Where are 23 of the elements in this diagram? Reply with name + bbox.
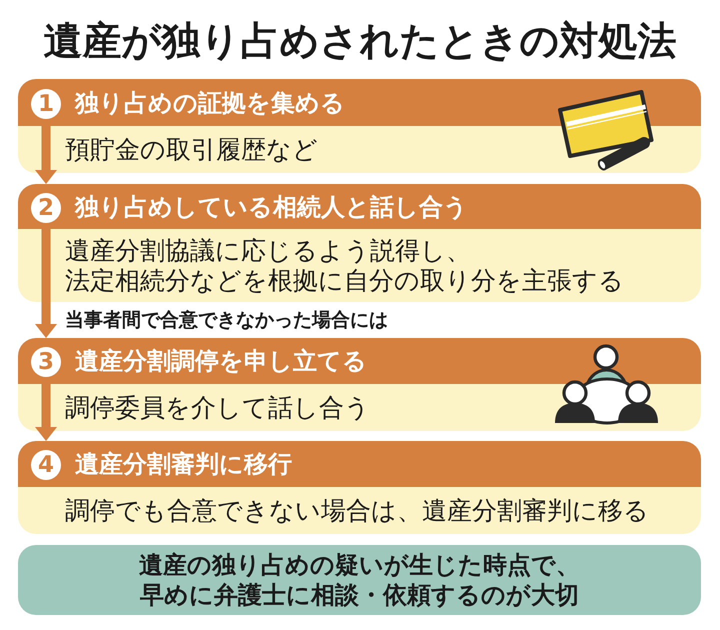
- step-card: [18, 441, 701, 534]
- note-text: 遺産の独り占めの疑いが生じた時点で、早めに弁護士に相談・依頼するのが大切: [139, 550, 580, 610]
- step-heading: 独り占めしている相続人と話し合う: [75, 192, 468, 222]
- step-card: [18, 338, 701, 431]
- step-text: 調停委員を介して話し合う: [65, 392, 370, 422]
- step-text: 調停でも合意できない場合は、遺産分割審判に移る: [65, 496, 649, 526]
- step-number: 2: [31, 193, 61, 223]
- step-card: [18, 184, 701, 302]
- step-heading: 遺産分割調停を申し立てる: [75, 346, 367, 376]
- title: 遺産が独り占めされたときの対処法: [42, 18, 678, 66]
- step-number: 4: [31, 450, 61, 480]
- step-heading: 遺産分割審判に移行: [75, 449, 292, 479]
- note-box: [18, 545, 701, 615]
- arrow: [35, 384, 57, 441]
- step-number: 1: [31, 89, 61, 119]
- step-text: 預貯金の取引履歴など: [65, 134, 318, 164]
- step-card: [18, 79, 701, 173]
- edge-label: 当事者間で合意できなかった場合には: [65, 308, 388, 332]
- step-number: 3: [31, 347, 61, 377]
- arrow: [35, 126, 57, 184]
- step-text: 遺産分割協議に応じるよう説得し、法定相続分などを根拠に自分の取り分を主張する: [65, 236, 624, 296]
- step-heading: 独り占めの証拠を集める: [75, 88, 345, 118]
- arrow: [35, 229, 57, 338]
